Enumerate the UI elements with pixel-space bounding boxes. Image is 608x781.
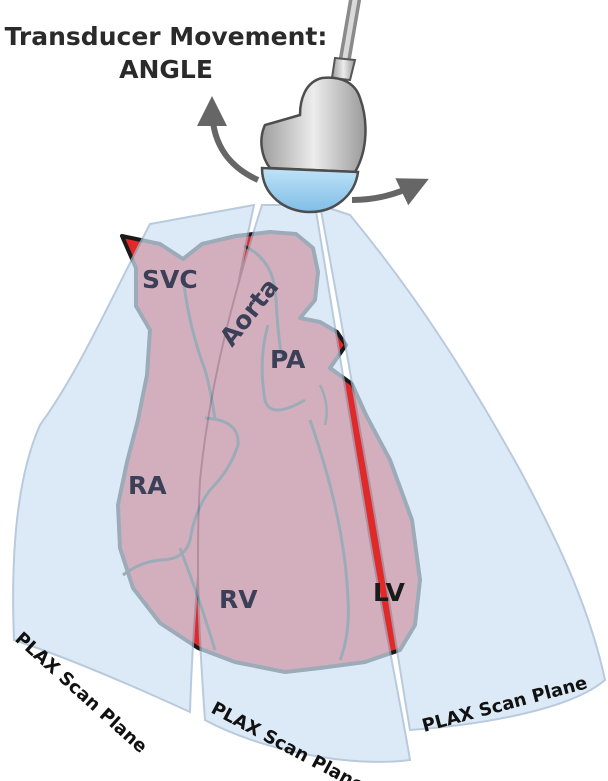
arrow-left	[212, 108, 258, 180]
label-rv: RV	[219, 585, 258, 614]
diagram-title-line2: ANGLE	[119, 55, 213, 84]
label-lv: LV	[373, 578, 405, 607]
diagram-title-line1: Transducer Movement:	[5, 22, 328, 51]
scan-planes	[13, 205, 605, 762]
label-svc: SVC	[142, 265, 198, 294]
label-ra: RA	[128, 471, 167, 500]
label-pa: PA	[270, 345, 306, 374]
transducer-neck	[332, 58, 355, 80]
arrow-right	[352, 184, 418, 200]
transducer-handle	[261, 78, 365, 172]
